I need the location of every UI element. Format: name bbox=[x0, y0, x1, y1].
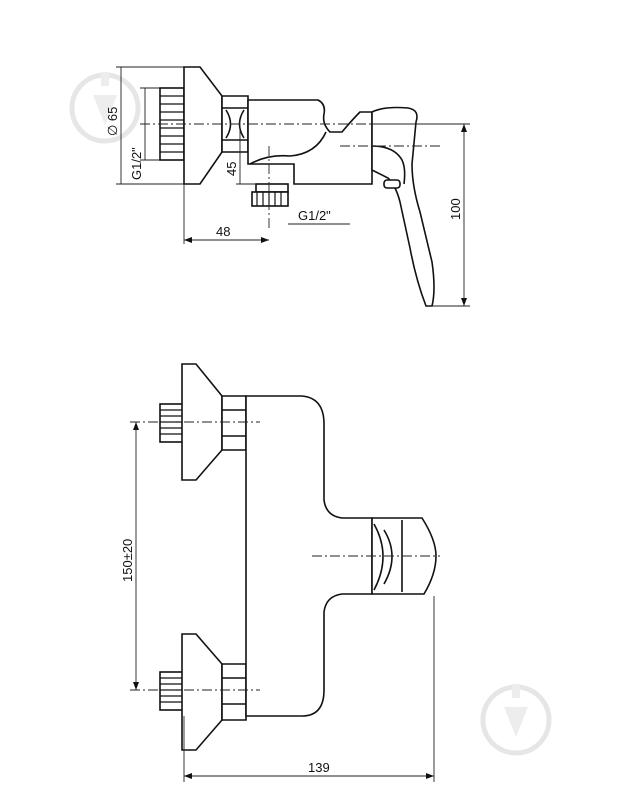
side-escutcheon bbox=[183, 66, 223, 185]
dim-width-139: 139 bbox=[308, 760, 330, 775]
side-lever-handle bbox=[371, 106, 435, 307]
side-view bbox=[116, 66, 470, 307]
front-bottom-escutcheon bbox=[181, 633, 223, 751]
front-bottom-hex bbox=[221, 663, 247, 721]
front-top-hex bbox=[221, 395, 247, 451]
watermark-logo-bottom-right bbox=[480, 684, 552, 756]
side-outlet-collar bbox=[255, 183, 289, 193]
dim-height-45: 45 bbox=[224, 162, 239, 176]
dim-spacing-150: 150±20 bbox=[120, 539, 135, 582]
dim-outlet-thread: G1/2" bbox=[298, 208, 331, 223]
side-body bbox=[247, 99, 373, 185]
dim-offset-48: 48 bbox=[216, 224, 230, 239]
watermark-logo-top-left bbox=[69, 72, 141, 144]
front-view bbox=[130, 363, 440, 782]
dim-height-100: 100 bbox=[448, 198, 463, 220]
dim-diameter-65: ∅ 65 bbox=[105, 107, 120, 136]
dim-side-thread: G1/2" bbox=[129, 147, 144, 180]
side-outlet-thread bbox=[251, 191, 289, 207]
